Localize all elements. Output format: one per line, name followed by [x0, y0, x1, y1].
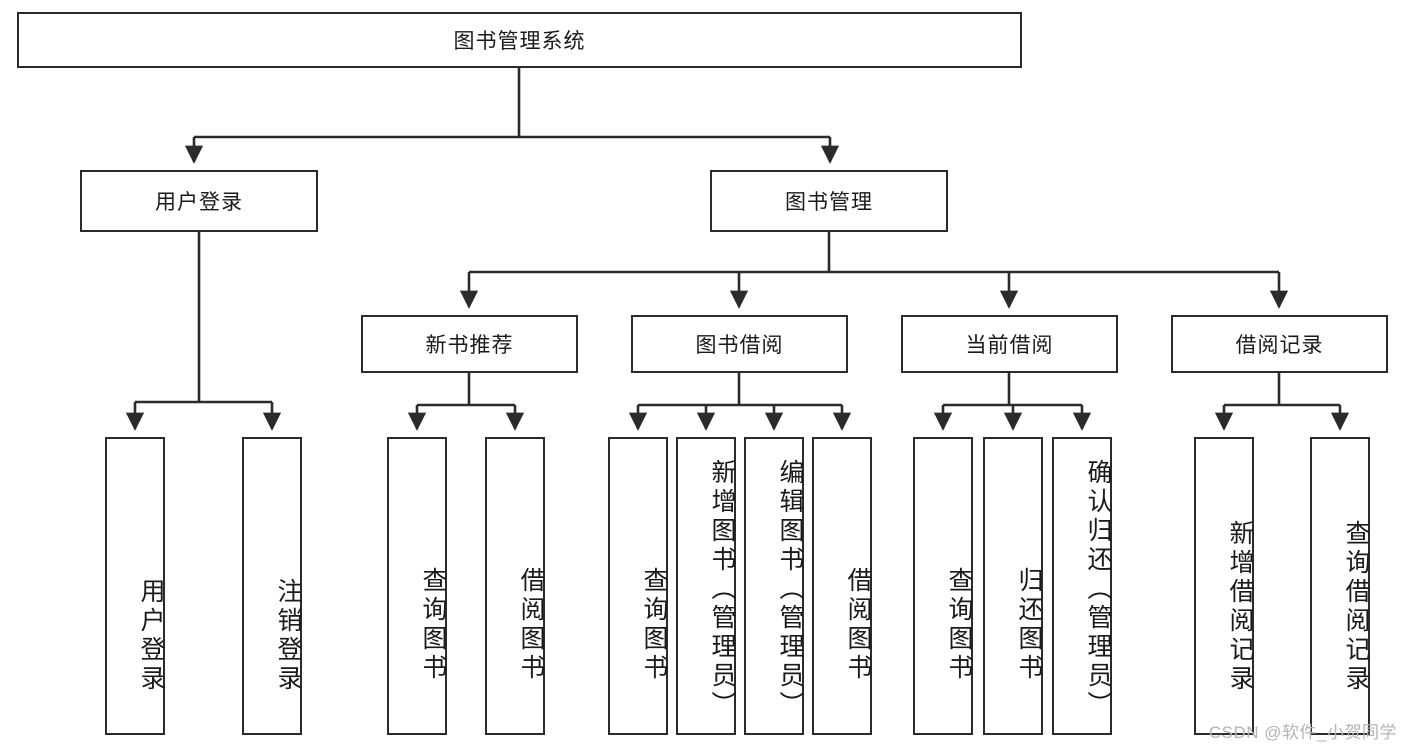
node-leaf-return-book[interactable]: 归还图书: [983, 437, 1043, 735]
node-book-manage[interactable]: 图书管理: [710, 170, 948, 232]
node-leaf-user-login[interactable]: 用户登录: [105, 437, 165, 735]
node-leaf-query-book-3-label: 查询图书: [945, 567, 973, 683]
node-leaf-confirm-return-label: 确认归还（管理员）: [1084, 458, 1112, 720]
node-root-label: 图书管理系统: [453, 30, 586, 53]
node-leaf-add-book-label: 新增图书（管理员）: [708, 458, 736, 720]
node-leaf-query-book-1-label: 查询图书: [419, 567, 447, 683]
node-user-login[interactable]: 用户登录: [80, 170, 318, 232]
node-book-manage-label: 图书管理: [785, 191, 873, 214]
node-current-borrow[interactable]: 当前借阅: [901, 315, 1118, 373]
node-root[interactable]: 图书管理系统: [17, 12, 1022, 68]
node-leaf-borrow-book-1[interactable]: 借阅图书: [485, 437, 545, 735]
node-leaf-add-record[interactable]: 新增借阅记录: [1194, 437, 1254, 735]
node-leaf-borrow-book-2-label: 借阅图书: [844, 567, 872, 683]
node-leaf-user-login-label: 用户登录: [137, 578, 165, 694]
node-borrow-record[interactable]: 借阅记录: [1171, 315, 1388, 373]
node-leaf-borrow-book-1-label: 借阅图书: [517, 567, 545, 683]
node-current-borrow-label: 当前借阅: [965, 334, 1054, 357]
node-leaf-edit-book-label: 编辑图书（管理员）: [776, 458, 804, 720]
node-leaf-query-record-label: 查询借阅记录: [1342, 520, 1370, 694]
node-leaf-confirm-return[interactable]: 确认归还（管理员）: [1052, 437, 1112, 735]
node-leaf-query-book-2-label: 查询图书: [640, 567, 668, 683]
node-leaf-edit-book[interactable]: 编辑图书（管理员）: [744, 437, 804, 735]
node-user-login-label: 用户登录: [155, 191, 243, 214]
csdn-watermark: CSDN @软件_小贺同学: [1208, 723, 1397, 742]
node-leaf-query-book-2[interactable]: 查询图书: [608, 437, 668, 735]
node-leaf-user-logout[interactable]: 注销登录: [242, 437, 302, 735]
node-book-borrow[interactable]: 图书借阅: [631, 315, 848, 373]
node-leaf-user-logout-label: 注销登录: [274, 578, 302, 694]
node-leaf-borrow-book-2[interactable]: 借阅图书: [812, 437, 872, 735]
node-leaf-return-book-label: 归还图书: [1015, 567, 1043, 683]
node-leaf-query-record[interactable]: 查询借阅记录: [1310, 437, 1370, 735]
node-leaf-query-book-1[interactable]: 查询图书: [387, 437, 447, 735]
node-new-book-rec[interactable]: 新书推荐: [361, 315, 578, 373]
node-leaf-add-book[interactable]: 新增图书（管理员）: [676, 437, 736, 735]
node-borrow-record-label: 借阅记录: [1235, 334, 1324, 357]
node-leaf-query-book-3[interactable]: 查询图书: [913, 437, 973, 735]
node-book-borrow-label: 图书借阅: [695, 334, 784, 357]
node-new-book-rec-label: 新书推荐: [425, 334, 514, 357]
node-leaf-add-record-label: 新增借阅记录: [1226, 520, 1254, 694]
